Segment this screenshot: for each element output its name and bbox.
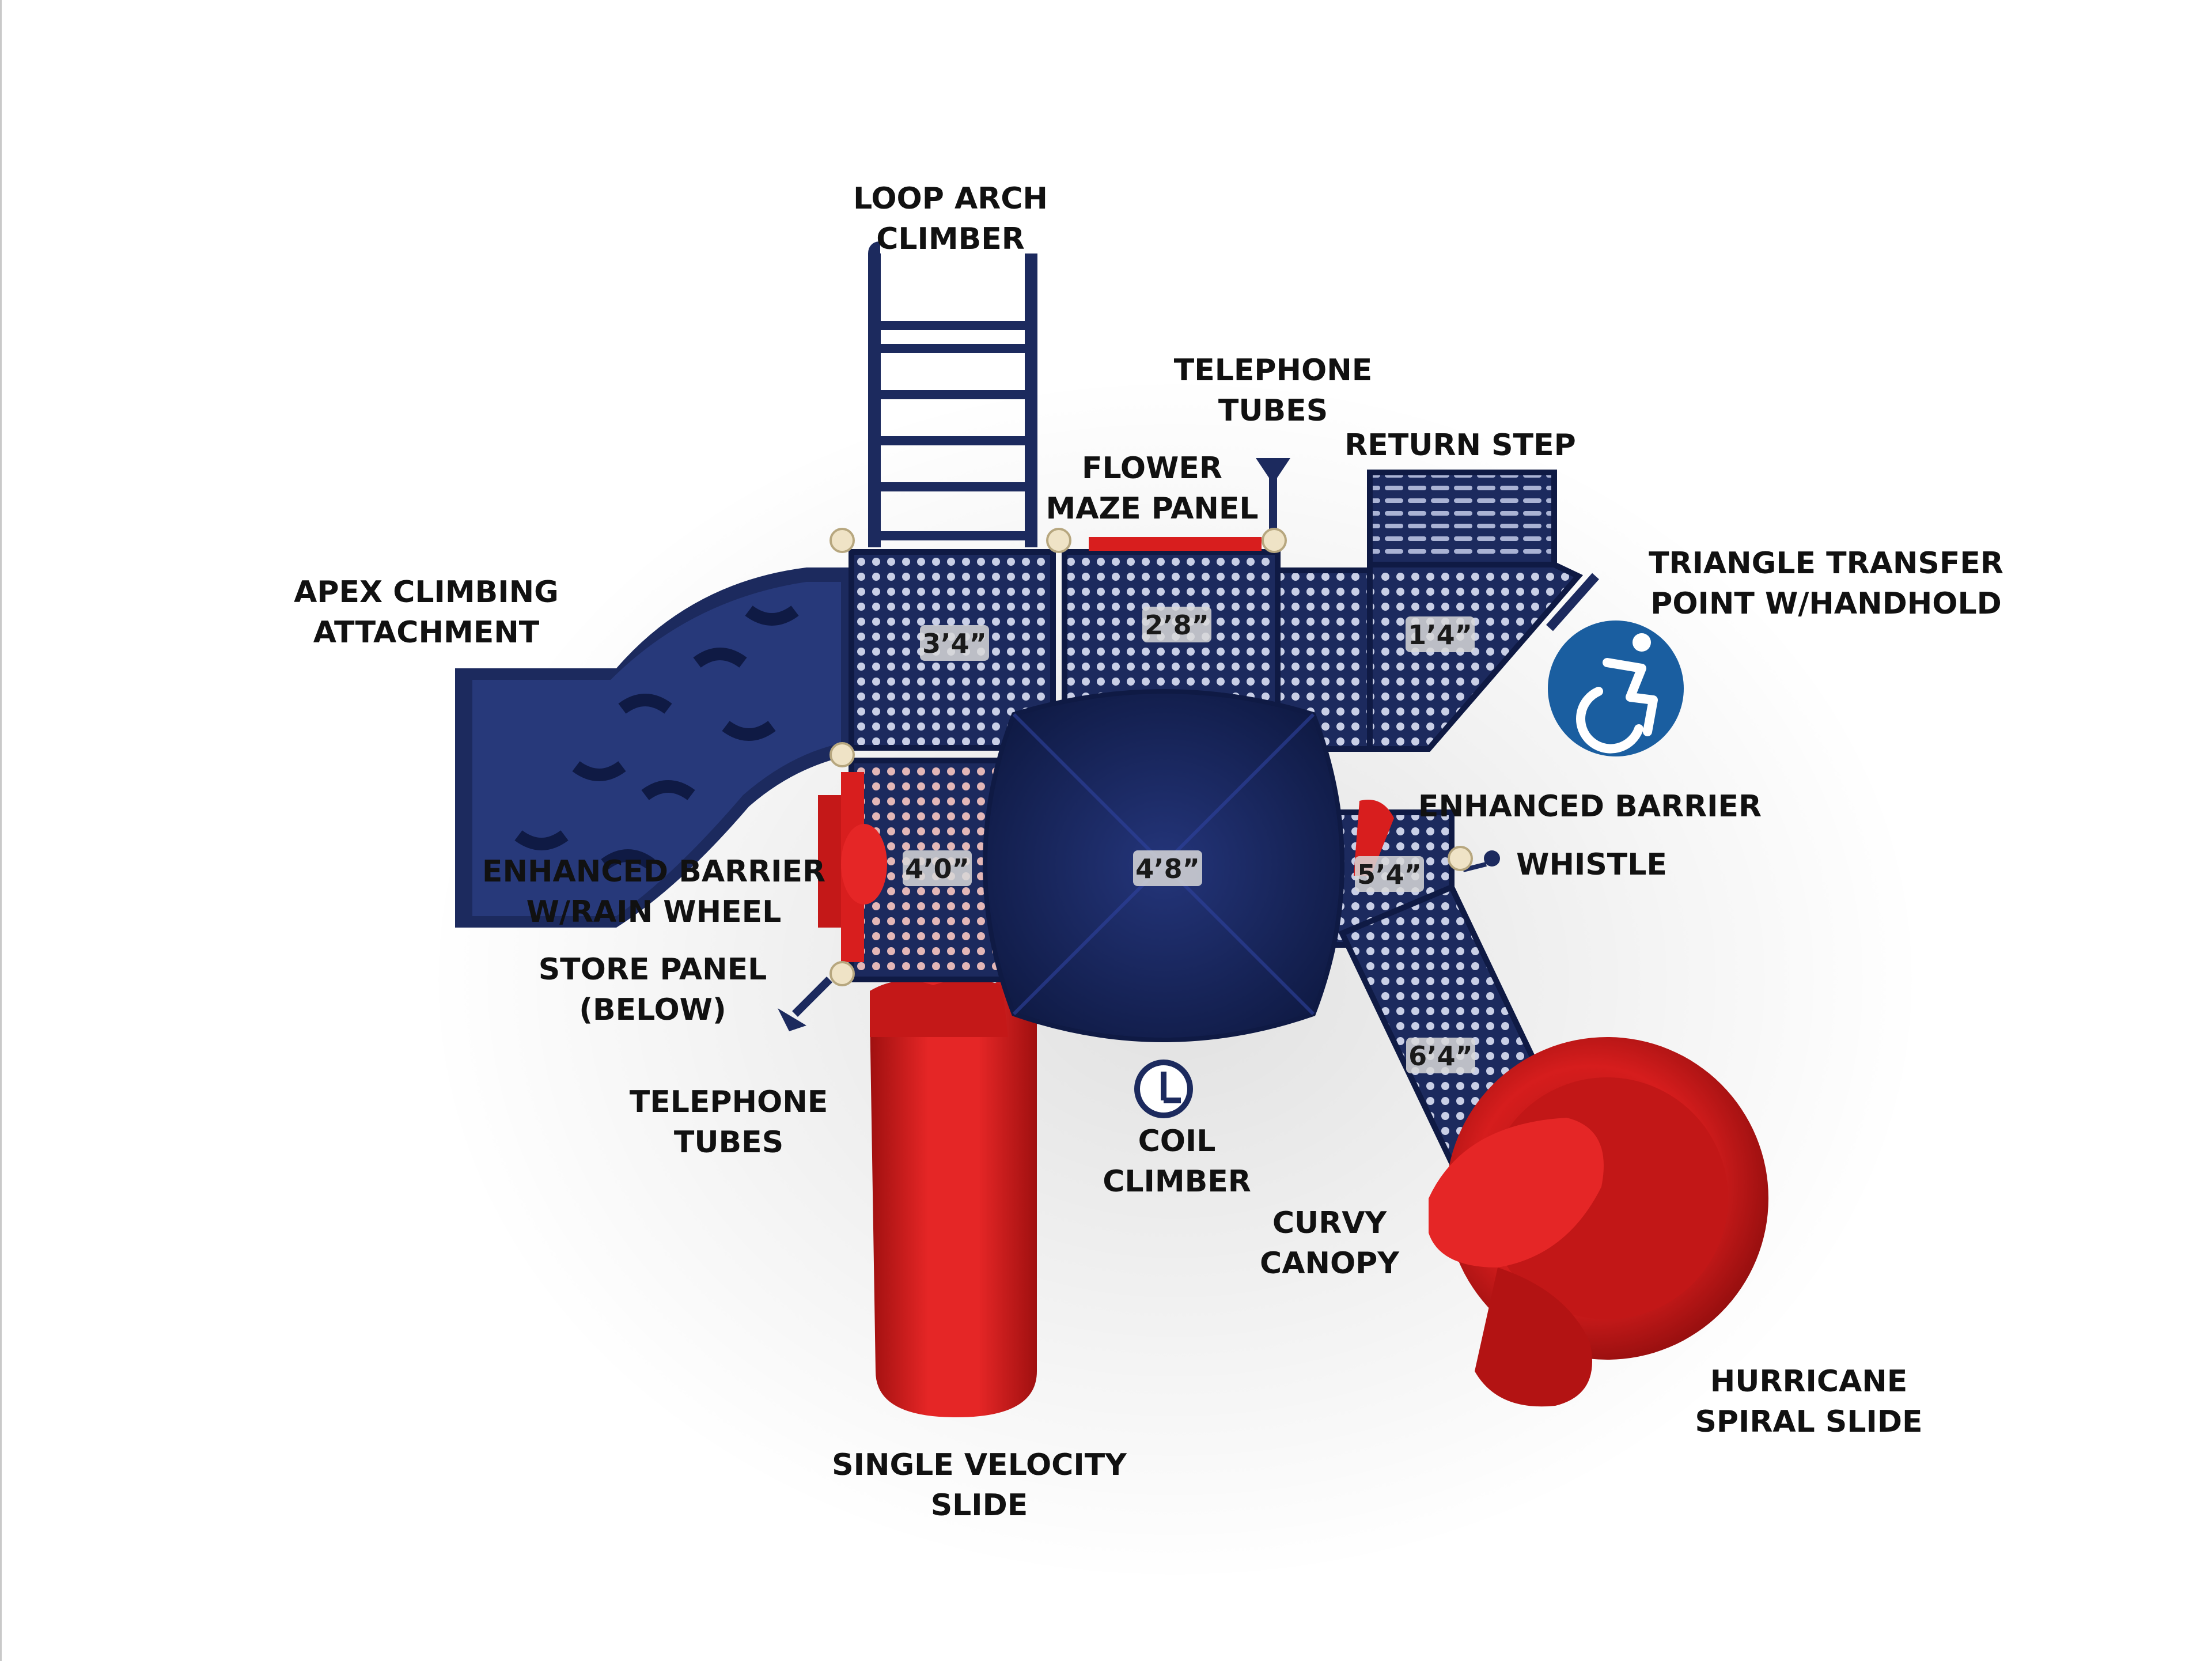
label-enhanced-barrier-right: ENHANCED BARRIER <box>1418 789 1762 824</box>
label-telephone-tubes-top-1: TELEPHONE <box>1174 353 1373 388</box>
height-tags: 3’4” 2’8” 1’4” 4’0” 4’8” 5’4” 6’4” <box>903 607 1475 1073</box>
wheelchair-icon <box>1548 620 1684 756</box>
label-coil-climber-1: COIL <box>1138 1124 1216 1159</box>
label-loop-arch-climber-2: CLIMBER <box>876 222 1025 256</box>
label-apex-climbing-1: APEX CLIMBING <box>294 575 559 610</box>
label-coil-climber-2: CLIMBER <box>1103 1164 1251 1199</box>
label-flower-maze-1: FLOWER <box>1082 451 1222 486</box>
label-single-velocity-2: SLIDE <box>931 1488 1028 1523</box>
label-loop-arch-climber-1: LOOP ARCH <box>853 181 1048 216</box>
transfer-handhold <box>1546 573 1599 631</box>
deck-height-3-4: 3’4” <box>922 628 987 659</box>
label-store-panel-2: (BELOW) <box>579 993 726 1027</box>
deck-height-5-4: 5’4” <box>1357 859 1422 890</box>
deck-height-2-8: 2’8” <box>1145 610 1209 641</box>
label-curvy-canopy-1: CURVY <box>1272 1206 1388 1240</box>
component-labels: LOOP ARCH CLIMBER TELEPHONE TUBES RETURN… <box>294 181 2003 1523</box>
post-caps <box>830 528 1473 986</box>
deck-height-4-0: 4’0” <box>905 853 969 884</box>
coil-climber <box>1134 1060 1193 1118</box>
label-enhanced-barrier-rain-2: W/RAIN WHEEL <box>527 895 782 929</box>
single-velocity-slide <box>870 979 1037 1417</box>
label-telephone-tubes-bottom-1: TELEPHONE <box>630 1085 828 1119</box>
enhanced-barrier-rain-wheel <box>818 772 887 962</box>
label-curvy-canopy-2: CANOPY <box>1260 1246 1400 1281</box>
label-flower-maze-2: MAZE PANEL <box>1046 491 1258 526</box>
hurricane-spiral-slide <box>1429 1037 1768 1407</box>
telephone-tube-top <box>1256 458 1290 530</box>
deck-height-4-8: 4’8” <box>1135 853 1200 884</box>
label-hurricane-spiral-2: SPIRAL SLIDE <box>1695 1405 1922 1439</box>
return-step <box>1367 470 1584 752</box>
label-enhanced-barrier-rain-1: ENHANCED BARRIER <box>482 854 825 889</box>
loop-arch-climber <box>868 241 1037 547</box>
label-hurricane-spiral-1: HURRICANE <box>1710 1364 1908 1399</box>
label-store-panel-1: STORE PANEL <box>539 952 767 987</box>
label-single-velocity-1: SINGLE VELOCITY <box>832 1448 1127 1482</box>
label-triangle-transfer-2: POINT W/HANDHOLD <box>1650 587 2002 621</box>
label-return-step: RETURN STEP <box>1344 428 1575 463</box>
label-telephone-tubes-bottom-2: TUBES <box>674 1125 783 1160</box>
label-whistle: WHISTLE <box>1516 847 1667 882</box>
deck-height-6-4: 6’4” <box>1408 1041 1473 1072</box>
label-telephone-tubes-top-2: TUBES <box>1218 394 1328 428</box>
apex-climbing-attachment <box>455 567 853 928</box>
label-triangle-transfer-1: TRIANGLE TRANSFER <box>1649 546 2003 581</box>
deck-height-1-4: 1’4” <box>1408 619 1472 650</box>
telephone-tube-bottom <box>778 977 832 1031</box>
label-apex-climbing-2: ATTACHMENT <box>313 615 540 650</box>
left-edge-rule <box>0 0 2 1661</box>
flower-maze-panel <box>1089 537 1262 551</box>
